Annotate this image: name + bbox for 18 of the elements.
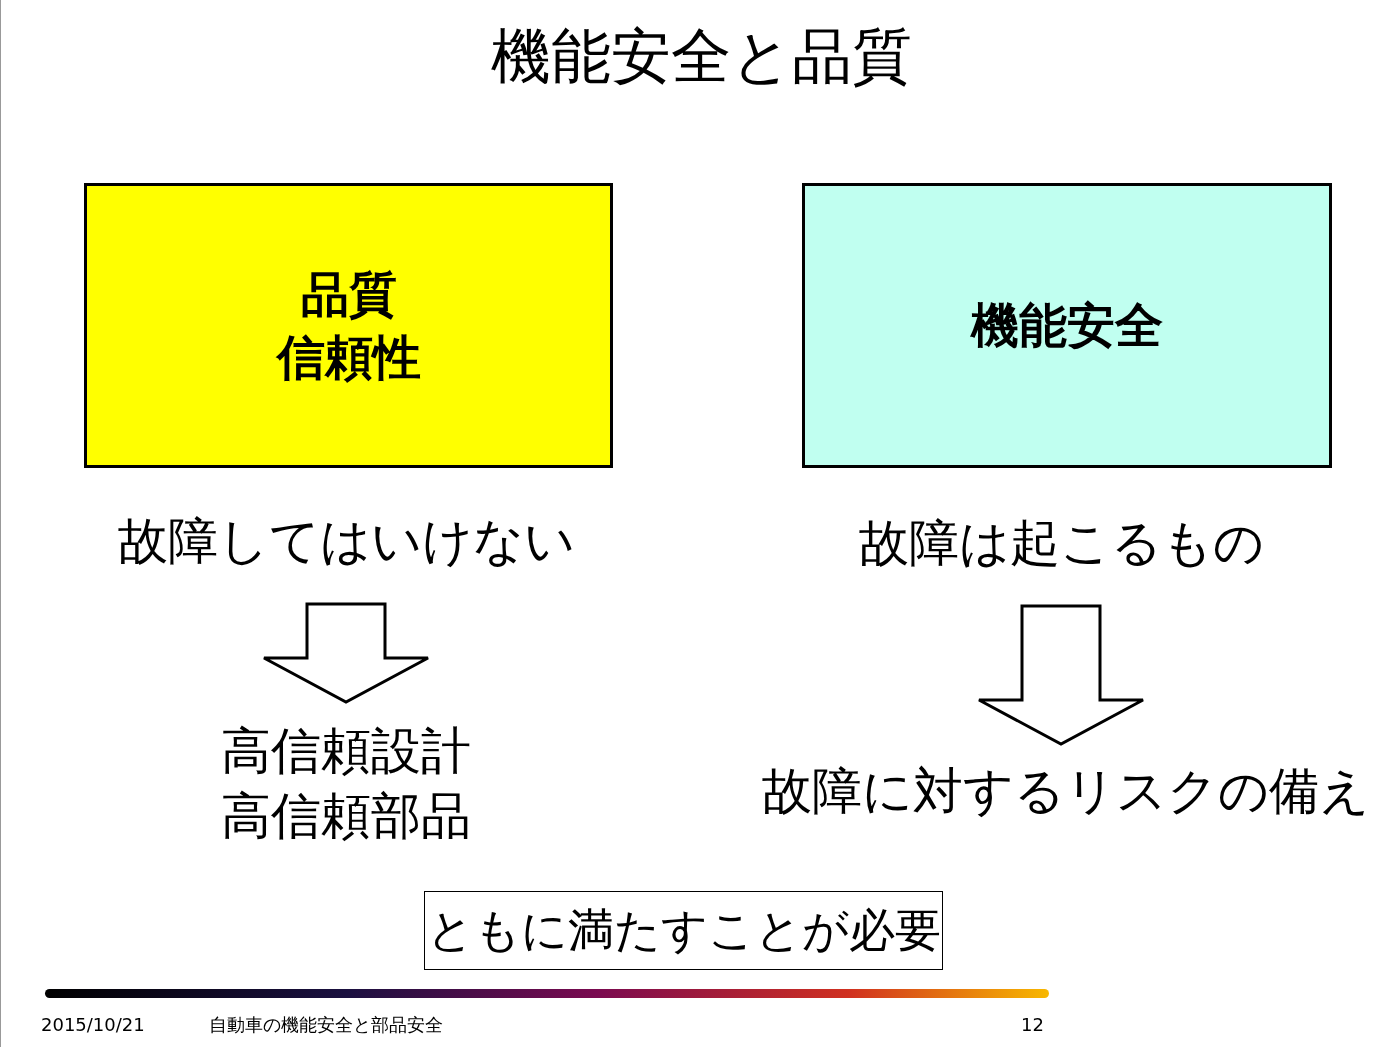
- block-arrow: [262, 602, 430, 704]
- box-heading: 信頼性: [276, 327, 421, 387]
- concept-box: [802, 183, 1332, 468]
- box-heading: 品質: [300, 265, 397, 325]
- block-arrow: [977, 604, 1145, 746]
- statement-text: 故障は起こるもの: [858, 512, 1264, 574]
- statement-text: 故障してはいけない: [117, 510, 575, 572]
- conclusion-box: [424, 891, 943, 970]
- box-heading: 機能安全: [971, 296, 1163, 356]
- footer-text: 12: [1021, 1014, 1044, 1036]
- statement-text: 故障に対するリスクの備え: [762, 760, 1370, 822]
- footer-text: 2015/10/21: [41, 1014, 145, 1036]
- conclusion-text: ともに満たすことが必要: [426, 901, 941, 959]
- slide-title: 機能安全と品質: [490, 20, 912, 93]
- statement-text: 高信頼部品: [221, 786, 471, 847]
- footer-text: 自動車の機能安全と部品安全: [209, 1014, 443, 1036]
- statement-text: 高信頼設計: [221, 721, 471, 782]
- concept-box: [84, 183, 613, 468]
